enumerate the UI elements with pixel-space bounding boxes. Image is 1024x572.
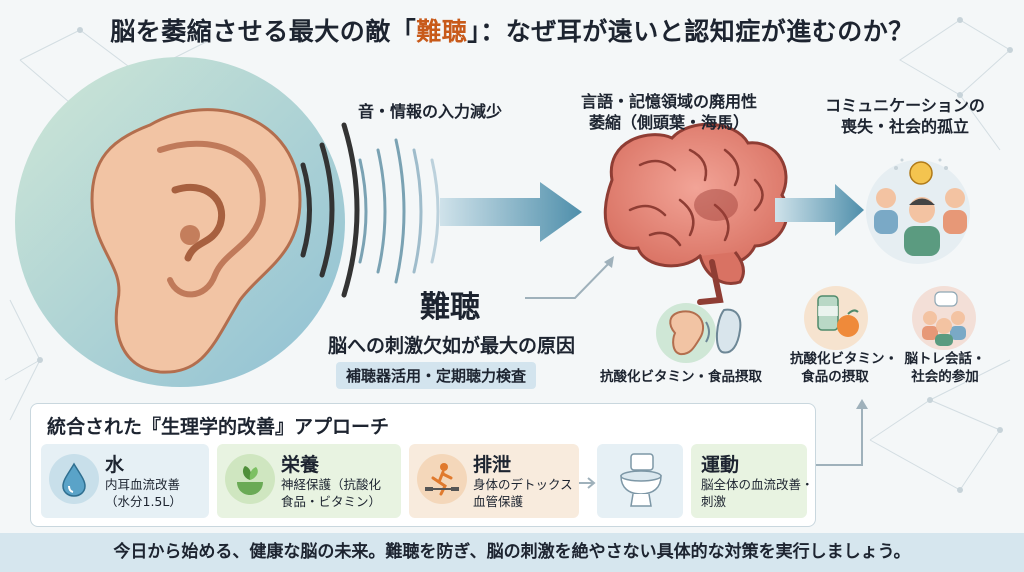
footer-banner: 今日から始める、健康な脳の未来。難聴を防ぎ、脳の刺激を絶やさない具体的な対策を実… <box>0 533 1024 572</box>
hearing-loss-title: 難聴 <box>420 290 480 325</box>
brain-icon <box>603 122 789 305</box>
arrow-right-icon <box>579 477 596 489</box>
exercise-person-icon <box>417 454 467 504</box>
flow-arrow-to-social <box>775 184 864 236</box>
brain-atrophy-label: 言語・記憶領域の廃用性 萎縮（側頭葉・海馬） <box>580 92 757 132</box>
approach-title: 統合された『生理学的改善』アプローチ <box>47 416 390 438</box>
hearing-aid-caption: 抗酸化ビタミン・食品摂取 <box>600 369 762 385</box>
approach-card-excretion: 排泄 身体のデトックス 血管保護 <box>409 444 579 518</box>
vitamin-caption: 抗酸化ビタミン・ 食品の摂取 <box>790 351 898 385</box>
approach-panel: 統合された『生理学的改善』アプローチ 水 内耳血流改善 （水分1.5L） 栄養 … <box>30 403 816 527</box>
ear-icon <box>15 57 345 387</box>
hearing-loss-cause: 脳への刺激欠如が最大の原因 <box>328 335 576 357</box>
approach-card-water: 水 内耳血流改善 （水分1.5L） <box>41 444 209 518</box>
flow-arrow-to-brain <box>440 182 582 242</box>
sound-wave-icon <box>300 122 440 298</box>
leaf-bowl-icon <box>225 454 275 504</box>
hearing-aid-action: 補聴器活用・定期聴力検査 <box>336 362 537 389</box>
social-group-icon <box>866 158 970 264</box>
toilet-icon <box>611 450 671 516</box>
connector-line <box>816 405 863 466</box>
water-drop-icon <box>49 454 99 504</box>
brain-training-caption: 脳トレ会話・ 社会的参加 <box>904 351 986 385</box>
toilet-card <box>597 444 683 518</box>
conversation-icon <box>912 286 976 350</box>
pointer-line <box>525 259 613 299</box>
approach-card-nutrition: 栄養 神経保護（抗酸化 食品・ビタミン） <box>217 444 401 518</box>
approach-card-exercise: 運動 脳全体の血流改善・ 刺激 <box>691 444 814 518</box>
title-highlight: 難聴 <box>416 17 468 46</box>
vitamin-food-icon <box>804 286 868 350</box>
page-title: 脳を萎縮させる最大の敵「難聴」：なぜ耳が遠いと認知症が進むのか？ <box>110 17 914 46</box>
social-isolation-label: コミュニケーションの 喪失・社会的孤立 <box>825 96 985 136</box>
input-reduction-label: 音・情報の入力減少 <box>358 102 503 121</box>
hearing-aid-icon <box>656 303 742 363</box>
